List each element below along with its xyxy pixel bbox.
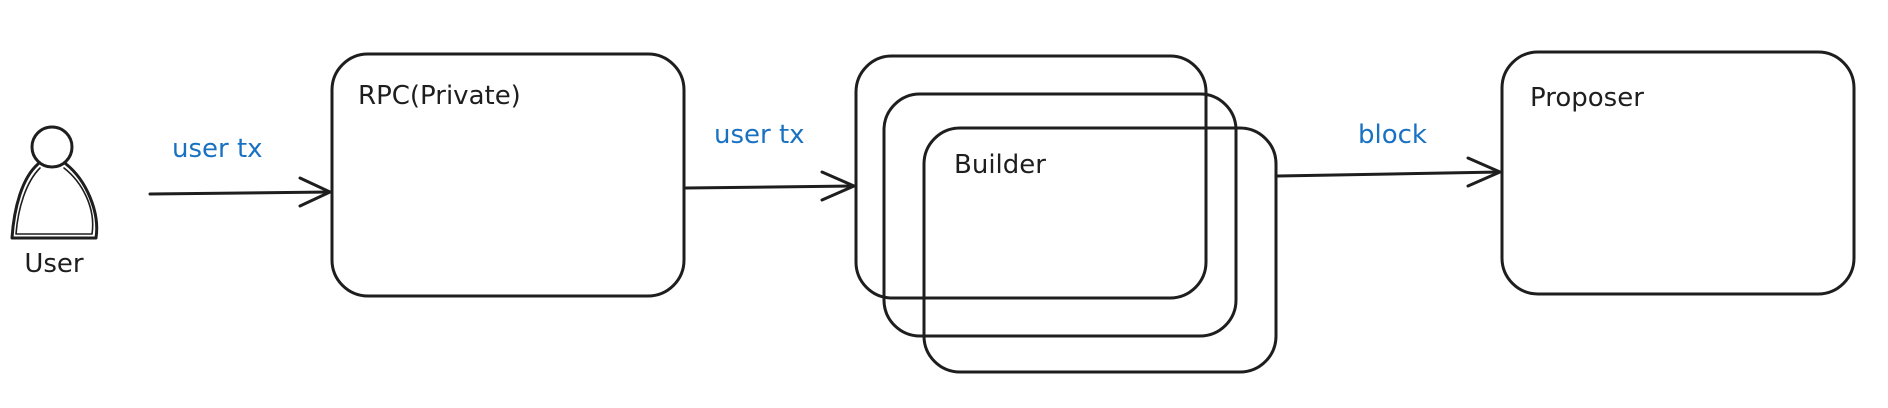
edge-rpc-to-builder-label: user tx (714, 120, 805, 150)
builder-node-label: Builder (954, 150, 1046, 180)
rpc-node-box (330, 52, 686, 298)
user-head-icon (30, 125, 74, 169)
proposer-node-label: Proposer (1530, 83, 1644, 113)
edge-rpc-to-builder: user tx (684, 120, 856, 202)
rpc-node[interactable]: RPC(Private) (330, 52, 686, 298)
edge-user-to-rpc-line (148, 190, 332, 196)
edge-user-to-rpc-label: user tx (172, 134, 263, 164)
builder-node-box-middle (882, 92, 1238, 338)
user-label: User (24, 249, 84, 279)
proposer-node-box (1500, 50, 1856, 296)
builder-node[interactable]: Builder (854, 54, 1278, 374)
edge-builder-to-proposer-arrowhead-icon (1466, 156, 1502, 188)
edge-builder-to-proposer: block (1276, 120, 1502, 188)
user-actor[interactable]: User (10, 125, 99, 279)
edge-rpc-to-builder-line (684, 184, 856, 190)
edge-user-to-rpc-arrowhead-icon (298, 176, 332, 208)
rpc-node-label: RPC(Private) (358, 81, 521, 111)
edge-user-to-rpc: user tx (148, 134, 332, 208)
builder-node-box-back (854, 54, 1208, 300)
edge-builder-to-proposer-label: block (1358, 120, 1427, 150)
edge-builder-to-proposer-line (1276, 170, 1502, 178)
builder-node-box-front (922, 126, 1278, 374)
edge-rpc-to-builder-arrowhead-icon (820, 170, 856, 202)
user-body-icon (10, 162, 99, 240)
user-body-outline-icon (15, 167, 94, 235)
proposer-node[interactable]: Proposer (1500, 50, 1856, 296)
